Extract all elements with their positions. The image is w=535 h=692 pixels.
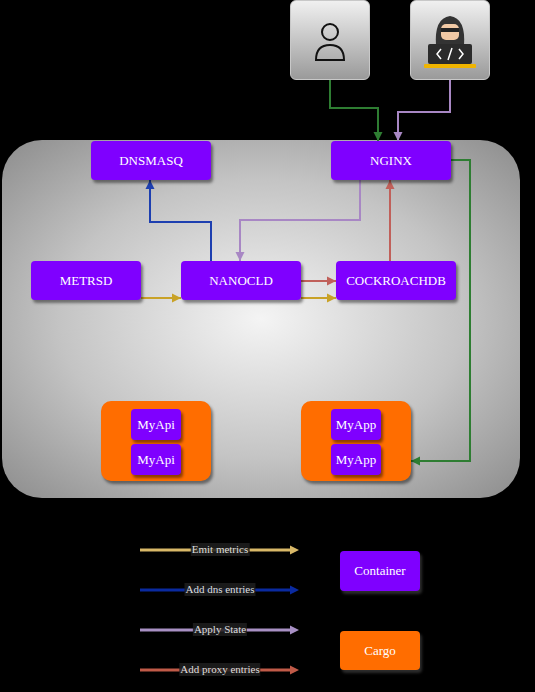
node-label: DNSMASQ — [119, 153, 183, 168]
legend-text: Cargo — [364, 643, 396, 659]
node-label: NGINX — [370, 153, 412, 168]
node-label: MyApp — [336, 452, 376, 467]
host-region — [2, 140, 520, 498]
legend-item: Apply State — [140, 620, 300, 640]
arrow-head — [394, 132, 403, 141]
container-box: MyApi — [131, 409, 181, 440]
legend-item: Add dns entries — [140, 580, 300, 600]
arrow-head — [236, 252, 245, 261]
legend-text: Apply State — [193, 623, 247, 636]
legend-item: Add proxy entries — [140, 660, 300, 680]
connector-line — [398, 80, 450, 141]
arrow-head — [386, 180, 395, 189]
arrow-head — [172, 294, 181, 303]
container-box: METRSD — [31, 261, 141, 300]
arrow-head — [146, 180, 155, 189]
connector — [236, 180, 361, 261]
arrow-head — [374, 132, 383, 141]
legend-text: Container — [354, 563, 405, 579]
connector — [301, 277, 336, 286]
container-box: DNSMASQ — [91, 141, 211, 180]
node-label: MyApi — [137, 452, 175, 467]
connector — [386, 180, 395, 261]
connector — [146, 180, 212, 261]
legend-text: Emit metrics — [191, 543, 250, 556]
legend-swatch: Cargo — [340, 631, 420, 670]
node-label: NANOCLD — [209, 273, 273, 288]
connector-line — [150, 180, 211, 261]
legend-swatch: Container — [340, 551, 420, 591]
connector-line — [330, 80, 378, 141]
node-label: MyApp — [336, 417, 376, 432]
cargo-box: MyApiMyApi — [101, 401, 211, 481]
legend-arrow-head — [290, 546, 299, 555]
node-label: COCKROACHDB — [346, 273, 446, 288]
actor-tile — [290, 0, 370, 80]
connector-line — [240, 180, 360, 261]
legend-arrow-head — [290, 586, 299, 595]
legend-arrow-head — [290, 626, 299, 635]
node-label: METRSD — [60, 273, 113, 288]
actor-tile — [410, 0, 490, 80]
legend-text: Add proxy entries — [179, 663, 260, 676]
connector — [141, 294, 181, 303]
connector — [394, 80, 451, 141]
connector-line — [389, 180, 391, 261]
legend-arrow-head — [290, 666, 299, 675]
container-box: MyApp — [331, 444, 381, 475]
container-box: COCKROACHDB — [336, 261, 456, 300]
legend-item: Emit metrics — [140, 540, 300, 560]
container-box: MyApi — [131, 444, 181, 475]
arrow-head — [327, 294, 336, 303]
connector-line — [411, 160, 470, 461]
legend-text: Add dns entries — [184, 583, 255, 596]
node-label: MyApi — [137, 417, 175, 432]
container-box: MyApp — [331, 409, 381, 440]
container-box: NGINX — [331, 141, 451, 180]
arrow-head — [327, 277, 336, 286]
connector — [411, 160, 470, 466]
arrow-head — [411, 457, 420, 466]
cargo-box: MyAppMyApp — [301, 401, 411, 481]
container-box: NANOCLD — [181, 261, 301, 300]
connector — [301, 294, 336, 303]
connector — [330, 80, 383, 141]
